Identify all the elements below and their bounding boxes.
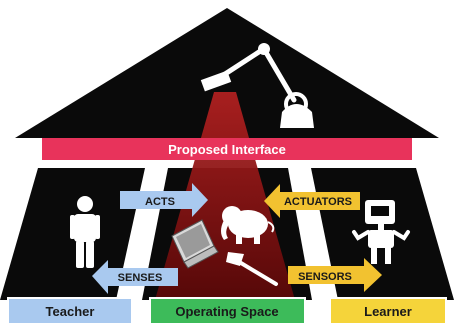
operating-space-label: Operating Space bbox=[175, 304, 278, 319]
senses-arrow bbox=[92, 260, 178, 294]
sensors-arrow bbox=[288, 258, 382, 292]
robot-arm-icon bbox=[200, 43, 314, 128]
acts-arrow bbox=[120, 183, 208, 217]
laptop-icon bbox=[171, 219, 219, 269]
banner-label: Proposed Interface bbox=[168, 142, 286, 157]
teacher-panel bbox=[7, 297, 133, 325]
learner-label: Learner bbox=[364, 304, 412, 319]
hammer-icon bbox=[226, 252, 278, 286]
teacher-label: Teacher bbox=[46, 304, 95, 319]
actuators-arrow bbox=[264, 184, 360, 218]
actuators-arrow-label: ACTUATORS bbox=[284, 196, 352, 208]
acts-arrow-label: ACTS bbox=[145, 196, 175, 208]
operating-space-panel bbox=[149, 297, 306, 325]
robot-icon bbox=[352, 200, 410, 264]
sensors-arrow-label: SENSORS bbox=[298, 271, 352, 283]
senses-arrow-label: SENSES bbox=[118, 272, 163, 284]
elephant-toy-icon bbox=[221, 206, 275, 244]
person-icon bbox=[70, 196, 100, 268]
learner-panel bbox=[329, 297, 447, 325]
proposed-interface-banner bbox=[42, 138, 412, 160]
